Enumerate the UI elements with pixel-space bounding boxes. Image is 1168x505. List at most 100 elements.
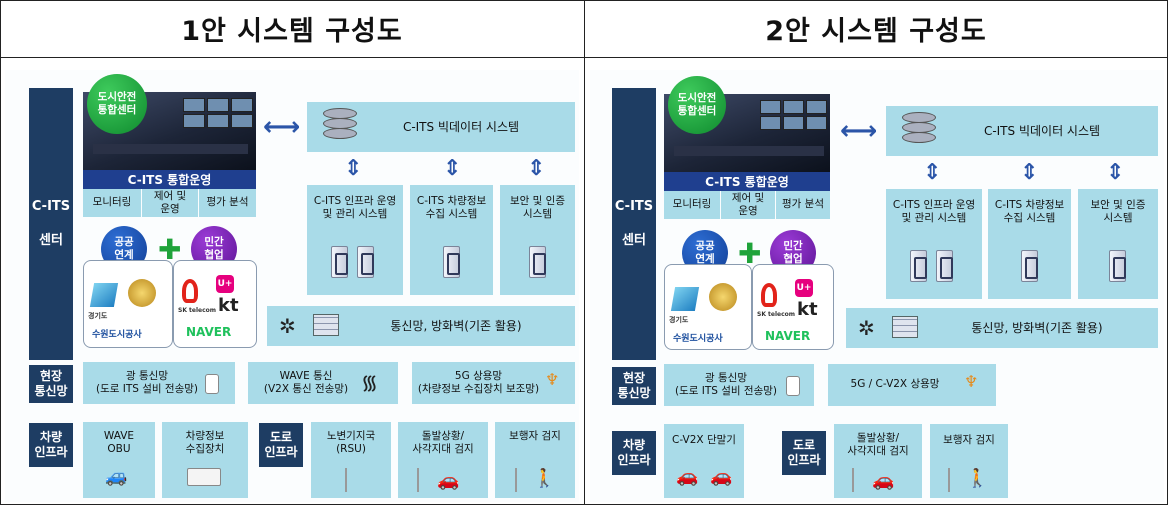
plan1-bigdata-label: C-ITS 빅데이터 시스템 xyxy=(402,119,520,134)
plan2-vehicle-label: 차량 인프라 xyxy=(612,431,656,475)
plan2-detector-pole-icon xyxy=(852,468,854,492)
plan1-center-label-line2: 센터 xyxy=(39,233,63,248)
plan1-public-line1: 공공 xyxy=(114,236,134,249)
plan2-title: 2안 시스템 구성도 xyxy=(584,0,1168,58)
plan2-safety-center-line2: 통합센터 xyxy=(677,105,717,117)
plan2-center-label-line1: C-ITS xyxy=(614,198,654,214)
plan1-wave-network: WAVE 통신 (V2X 통신 전송망) xyxy=(248,362,398,404)
plan2-bigdata-label: C-ITS 빅데이터 시스템 xyxy=(983,123,1101,138)
plan2-private-line2: 협업 xyxy=(783,253,803,265)
plan1-security-system: 보안 및 인증 시스템 xyxy=(500,185,575,295)
plan2-pedestrian-icon: 🚶 xyxy=(966,468,989,489)
plan2-field-label-line2: 통신망 xyxy=(617,386,651,400)
plan1-server-icon xyxy=(331,246,348,278)
plan2-road-label-line2: 인프라 xyxy=(787,453,821,467)
plan2-private-logos: SK telecom U+ kt NAVER xyxy=(752,264,834,350)
plan1-car-icon: 🚙 xyxy=(105,466,128,487)
plan1-exchange-arrow-icon: ⟷ xyxy=(263,112,301,142)
plan2-road-label-line1: 도로 xyxy=(792,438,816,452)
plan1-firewall-icon xyxy=(313,314,339,336)
plan2-public-logos: 경기도 수원도시공사 xyxy=(664,264,752,350)
plan1-accident-icon: 🚗 xyxy=(437,470,460,491)
plan1-vehicle-label-line2: 인프라 xyxy=(34,445,68,459)
plan1-logo-naver: NAVER xyxy=(186,325,232,339)
police-emblem-icon xyxy=(709,283,737,311)
plan2-ped-pole-icon xyxy=(948,468,950,492)
plan1-private-line2: 협업 xyxy=(204,249,224,261)
plan2-accident-icon: 🚗 xyxy=(872,470,895,491)
plan1-server-icon xyxy=(357,246,374,278)
plan2-arrow-1-icon: ⇕ xyxy=(923,160,942,185)
plan1-private-line1: 민간 xyxy=(204,236,224,249)
plan2-center-label: C-ITS 센터 xyxy=(612,88,656,360)
plan2-public-line1: 공공 xyxy=(695,240,715,253)
plan1-pedestrian-icon: 🚶 xyxy=(533,468,556,489)
plan1-title: 1안 시스템 구성도 xyxy=(0,0,584,58)
gyeonggi-logo-icon xyxy=(89,283,119,307)
plan2-cv2x-terminal: C-V2X 단말기 xyxy=(664,424,744,498)
plan2-security-system: 보안 및 인증 시스템 xyxy=(1078,189,1158,299)
plan1-road-label-line1: 도로 xyxy=(269,430,293,444)
plan2-logo-sk: SK telecom xyxy=(757,311,796,318)
plan2-integrated-ops: C-ITS 통합운영 xyxy=(664,172,830,191)
plan1-road-label: 도로 인프라 xyxy=(259,423,303,467)
plan2-arrow-2-icon: ⇕ xyxy=(1020,160,1039,185)
plan1-rsu: 노변기지국 (RSU) xyxy=(311,422,391,498)
plan1-5g-network: 5G 상용망 (차량정보 수집장치 보조망) xyxy=(412,362,575,404)
plan2-car-right-icon: 🚗 xyxy=(710,466,733,487)
plan1-database-icon xyxy=(323,108,357,140)
plan1-control-room-photo xyxy=(83,92,256,170)
plan2-ops-control: 제어 및 운영 xyxy=(721,191,775,219)
plan2-server-icon xyxy=(1021,250,1038,282)
plan1-wifi-icon: ᯾ xyxy=(361,370,379,394)
plan1-vehicle-collector: 차량정보 수집장치 xyxy=(162,422,248,498)
plan2-infra-ops-system: C-ITS 인프라 운영 및 관리 시스템 xyxy=(886,189,982,299)
plan1-ops-evaluation: 평가 분석 xyxy=(199,189,256,217)
plan1-server-icon xyxy=(529,246,546,278)
plan2-server-icon xyxy=(910,250,927,282)
plan1-vehicle-label: 차량 인프라 xyxy=(29,423,73,467)
plan1-vehicle-info-system: C-ITS 차량정보 수집 시스템 xyxy=(410,185,493,295)
plan1-center-label-line1: C-ITS xyxy=(31,198,71,214)
plan1-road-label-line2: 인프라 xyxy=(264,445,298,459)
plan1-ops-control: 제어 및 운영 xyxy=(142,189,198,217)
plan2-ops-monitoring: 모니터링 xyxy=(664,191,720,219)
plan1-optical-device-icon xyxy=(205,374,219,394)
police-emblem-icon xyxy=(128,279,156,307)
plan1-network-label: 통신망, 방화벽(기존 활용) xyxy=(390,318,522,333)
plan2-ops-evaluation: 평가 분석 xyxy=(776,191,830,219)
plan2-incident-detection: 돌발상황/ 사각지대 검지 xyxy=(834,424,922,498)
sk-logo-icon xyxy=(761,283,777,307)
plan2-public-line2: 연계 xyxy=(695,253,715,265)
plan2-vehicle-label-line1: 차량 xyxy=(622,438,646,452)
plan2-center-label-line2: 센터 xyxy=(622,233,646,248)
plan2-exchange-arrow-icon: ⟷ xyxy=(840,116,878,146)
plan2-database-icon xyxy=(902,112,936,144)
plan2-private-line1: 민간 xyxy=(783,240,803,253)
plan2-logo-suwon: 수원도시공사 xyxy=(673,334,723,344)
plan1-logo-kt: kt xyxy=(218,295,239,316)
plan2-road-label: 도로 인프라 xyxy=(782,431,826,475)
plan1-logo-lgu: U+ xyxy=(216,275,234,293)
plan2-plus-icon: ✚ xyxy=(738,237,762,270)
plan2-network-node-icon: ✲ xyxy=(858,316,875,340)
column-divider xyxy=(584,0,585,505)
plan1-private-logos: SK telecom U+ kt NAVER xyxy=(173,260,257,348)
plan1-field-label: 현장 통신망 xyxy=(29,365,73,403)
plan1-server-icon xyxy=(443,246,460,278)
plan1-ped-pole-icon xyxy=(515,468,517,492)
plan1-detector-pole-icon xyxy=(417,468,419,492)
plan2-arrow-3-icon: ⇕ xyxy=(1106,160,1125,185)
plan2-logo-gg: 경기도 xyxy=(669,316,689,324)
plan1-arrow-1-icon: ⇕ xyxy=(344,156,363,181)
plan1-wave-obu: WAVE OBU xyxy=(83,422,155,498)
plan2-network-label: 통신망, 방화벽(기존 활용) xyxy=(971,320,1103,335)
plan2-pedestrian-detection: 보행자 검지 xyxy=(930,424,1008,498)
plan1-logo-sk: SK telecom xyxy=(178,307,217,314)
plan1-public-logos: 경기도 수원도시공사 xyxy=(83,260,173,348)
plan1-plus-icon: ✚ xyxy=(158,233,182,266)
plan1-arrow-2-icon: ⇕ xyxy=(443,156,462,181)
